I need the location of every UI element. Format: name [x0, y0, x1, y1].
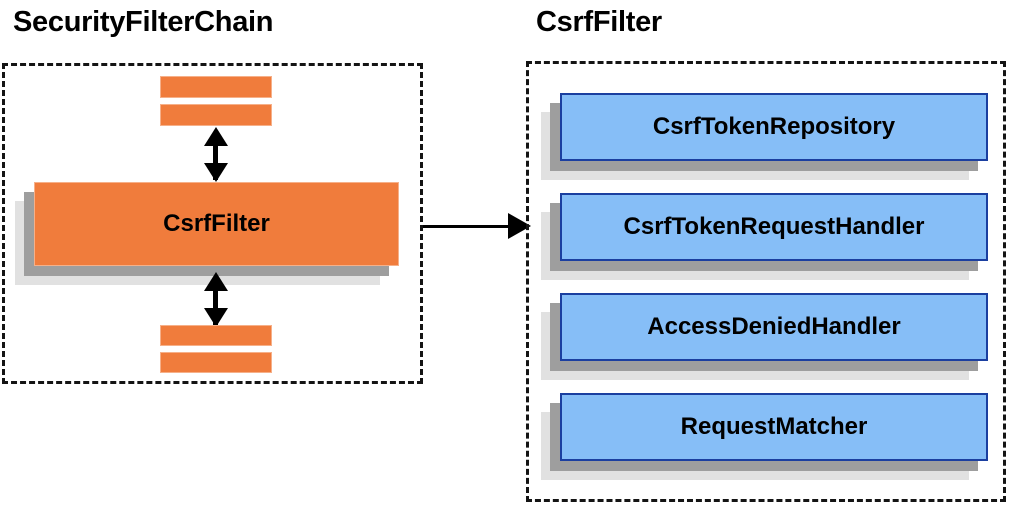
- node-label-csrf-filter: CsrfFilter: [34, 182, 399, 266]
- filter-bar-bottom-1: [160, 325, 272, 346]
- filter-bar-bottom-2: [160, 352, 272, 373]
- panel-title-csrf-filter: CsrfFilter: [536, 6, 662, 38]
- connector-lower-shaft: [213, 277, 218, 325]
- filter-bar-top-2: [160, 104, 272, 126]
- node-label-csrf-token-request-handler: CsrfTokenRequestHandler: [560, 193, 988, 261]
- panel-boundary-csrf-filter: [526, 61, 1006, 502]
- node-label-csrf-token-repository: CsrfTokenRepository: [560, 93, 988, 161]
- connector-upper-arrowhead-down: [204, 163, 228, 182]
- connector-cross-panel-arrowhead: [508, 213, 531, 239]
- filter-bar-top-1: [160, 76, 272, 98]
- node-csrf-token-repository[interactable]: CsrfTokenRepository: [541, 93, 988, 180]
- connector-upper-arrowhead-up: [204, 127, 228, 146]
- node-csrf-token-request-handler[interactable]: CsrfTokenRequestHandler: [541, 193, 988, 280]
- node-label-request-matcher: RequestMatcher: [560, 393, 988, 461]
- node-access-denied-handler[interactable]: AccessDeniedHandler: [541, 293, 988, 380]
- node-csrf-filter[interactable]: CsrfFilter: [15, 182, 399, 285]
- connector-lower-arrowhead-down: [204, 308, 228, 327]
- panel-boundary-security-filter-chain: [2, 63, 423, 384]
- connector-upper-shaft: [213, 132, 218, 180]
- node-request-matcher[interactable]: RequestMatcher: [541, 393, 988, 480]
- panel-title-security-filter-chain: SecurityFilterChain: [13, 6, 274, 38]
- connector-lower-arrowhead-up: [204, 272, 228, 291]
- node-label-access-denied-handler: AccessDeniedHandler: [560, 293, 988, 361]
- connector-cross-panel-shaft: [423, 225, 511, 228]
